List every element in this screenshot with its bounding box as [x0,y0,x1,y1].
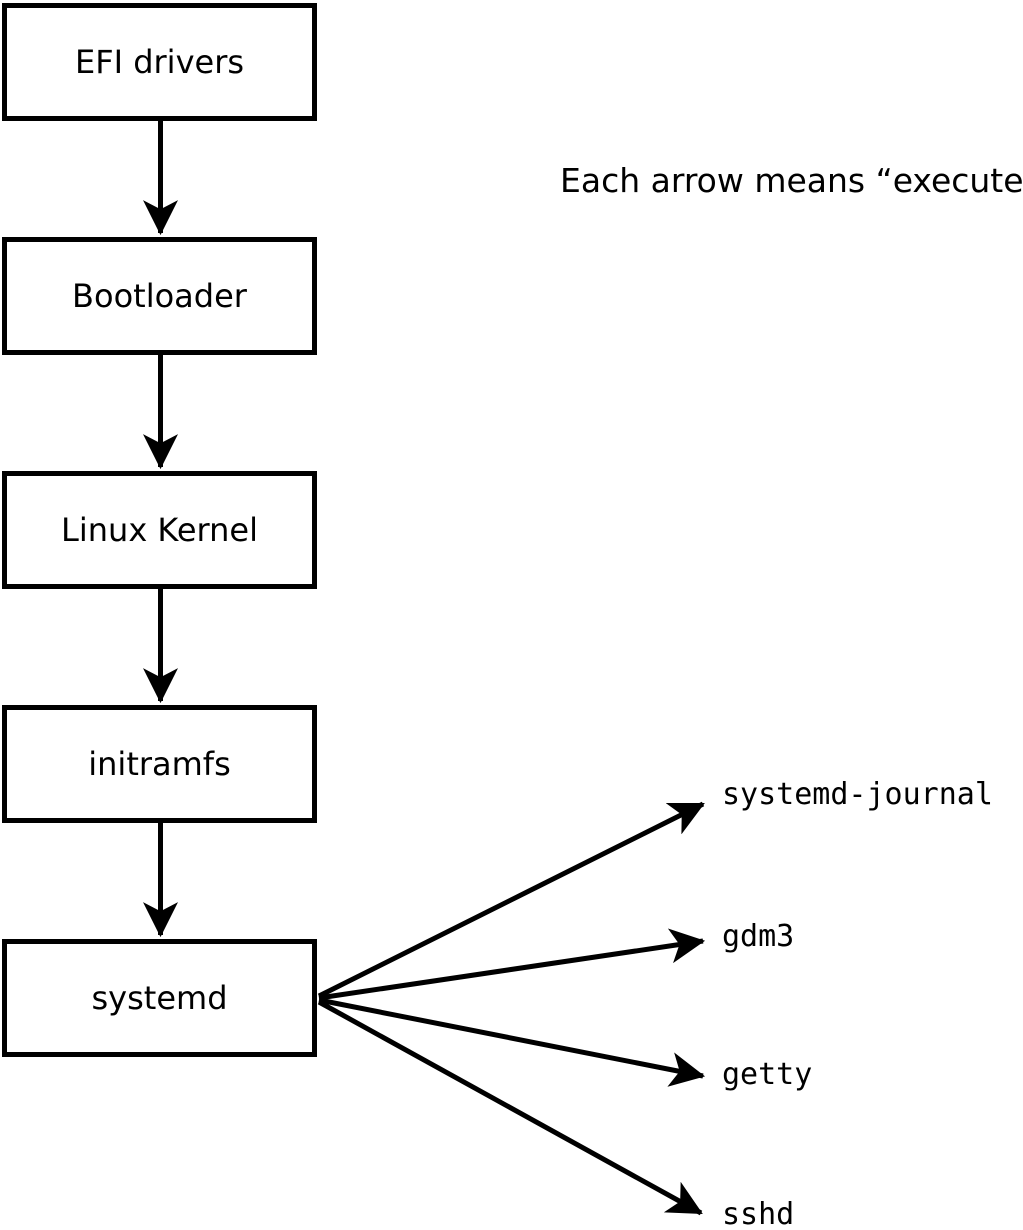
box-initramfs: initramfs [2,705,317,823]
box-linux-kernel: Linux Kernel [2,471,317,589]
label-getty: getty [722,1057,813,1092]
arrow-systemd-to-gdm3 [318,928,706,1001]
annotation-arrow-meaning: Each arrow means “executes”. [560,161,1023,200]
box-efi-drivers: EFI drivers [2,3,317,121]
arrow-systemd-to-sshd [317,999,703,1216]
box-bootloader: Bootloader [2,237,317,355]
label-sshd: sshd [722,1197,795,1230]
box-label-efi-drivers: EFI drivers [74,43,245,81]
arrow-systemd-to-systemd-journal [317,801,705,999]
box-systemd: systemd [2,939,317,1057]
box-label-initramfs: initramfs [88,745,231,783]
box-label-bootloader: Bootloader [72,277,247,315]
box-label-systemd: systemd [91,979,228,1017]
arrow-systemd-to-getty [318,997,706,1087]
label-gdm3: gdm3 [722,919,795,954]
box-label-linux-kernel: Linux Kernel [61,511,258,549]
label-systemd-journal: systemd-journal [722,777,993,812]
